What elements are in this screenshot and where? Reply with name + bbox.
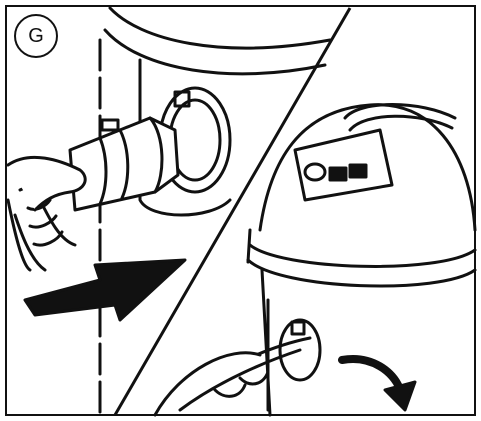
vacuum-rim xyxy=(250,245,475,266)
control-button-2 xyxy=(350,165,366,177)
push-arrow-icon xyxy=(25,260,185,320)
control-button-1 xyxy=(330,168,346,180)
vacuum-body-top xyxy=(110,8,330,48)
step-label: G xyxy=(14,14,58,58)
ribbed-hose xyxy=(15,215,45,270)
